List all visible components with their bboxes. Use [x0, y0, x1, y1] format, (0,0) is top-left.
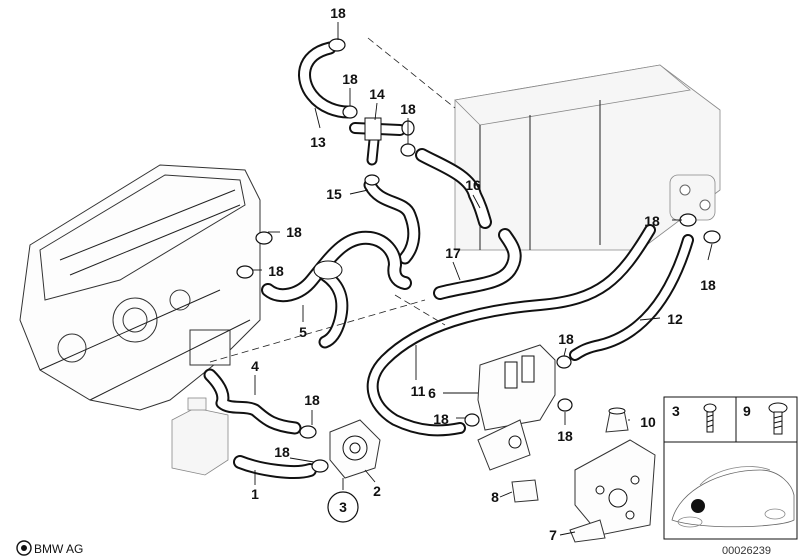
- callout-18-valve-left: 18: [433, 411, 449, 427]
- callout-18-mid-left: 18: [342, 71, 358, 87]
- callout-4: 4: [251, 358, 259, 374]
- engine-block: [19, 164, 261, 411]
- hose-13: [298, 41, 355, 119]
- callout-18-engine-a: 18: [286, 224, 302, 240]
- assembly-lines: [209, 37, 456, 363]
- screw-icon: [703, 403, 717, 433]
- callout-13: 13: [310, 134, 326, 150]
- hose-5: [261, 230, 412, 349]
- hose-clamps-18: [236, 38, 721, 473]
- pad-8: [511, 479, 539, 503]
- pipe-11: [366, 224, 656, 437]
- callout-12: 12: [667, 311, 683, 327]
- callout-10: 10: [640, 414, 656, 430]
- water-pump-2: [329, 419, 381, 479]
- callout-18-valve-top: 18: [558, 331, 574, 347]
- callout-7: 7: [549, 527, 557, 543]
- bracket-7: [569, 439, 656, 543]
- callout-18-pump-a: 18: [304, 392, 320, 408]
- callout-17: 17: [445, 245, 461, 261]
- heater-valve-6: [477, 344, 556, 471]
- callout-3: 3: [339, 499, 347, 515]
- bolt-icon: [768, 402, 788, 435]
- legend-panel: 3 9: [663, 396, 798, 540]
- callout-18-pump-b: 18: [274, 444, 290, 460]
- diagram-reference-number: 00026239: [722, 545, 771, 557]
- callout-circle-3: [327, 491, 359, 523]
- callout-1: 1: [251, 486, 259, 502]
- legend-item-3-label: 3: [672, 403, 680, 419]
- callout-2: 2: [373, 483, 381, 499]
- callout-16: 16: [465, 177, 481, 193]
- callout-14: 14: [369, 86, 385, 102]
- callout-18-valve-right: 18: [557, 428, 573, 444]
- hose-16: [415, 148, 492, 229]
- callout-6: 6: [428, 385, 436, 401]
- callout-18-heater-a: 18: [644, 213, 660, 229]
- callout-11: 11: [411, 383, 426, 399]
- pipe-12: [569, 234, 694, 361]
- legend-item-9-label: 9: [743, 403, 751, 419]
- expansion-tank: [171, 397, 229, 476]
- callout-18-engine-b: 18: [268, 263, 284, 279]
- heater-core: [454, 64, 721, 251]
- t-connector-14: [349, 117, 406, 166]
- grommet-10: [605, 407, 629, 433]
- callout-8: 8: [491, 489, 499, 505]
- callout-18-top: 18: [330, 5, 346, 21]
- callout-18-heater-b: 18: [700, 277, 716, 293]
- footer: BMW AG 00026239: [16, 540, 771, 557]
- car-location-icon: [671, 466, 795, 528]
- callout-18-mid-right: 18: [400, 101, 416, 117]
- brand-label: BMW AG: [34, 542, 83, 556]
- bmw-logo-icon: [16, 540, 32, 556]
- hose-17: [433, 228, 522, 300]
- callout-labels: 18 18 14 18 13 15 16 17 18 18 5 4 18 18 …: [251, 5, 716, 543]
- leader-lines: [252, 22, 713, 536]
- hose-4: [203, 368, 302, 435]
- hose-1: [233, 455, 317, 479]
- hose-15: [363, 178, 421, 265]
- callout-5: 5: [299, 324, 307, 340]
- callout-15: 15: [326, 186, 342, 202]
